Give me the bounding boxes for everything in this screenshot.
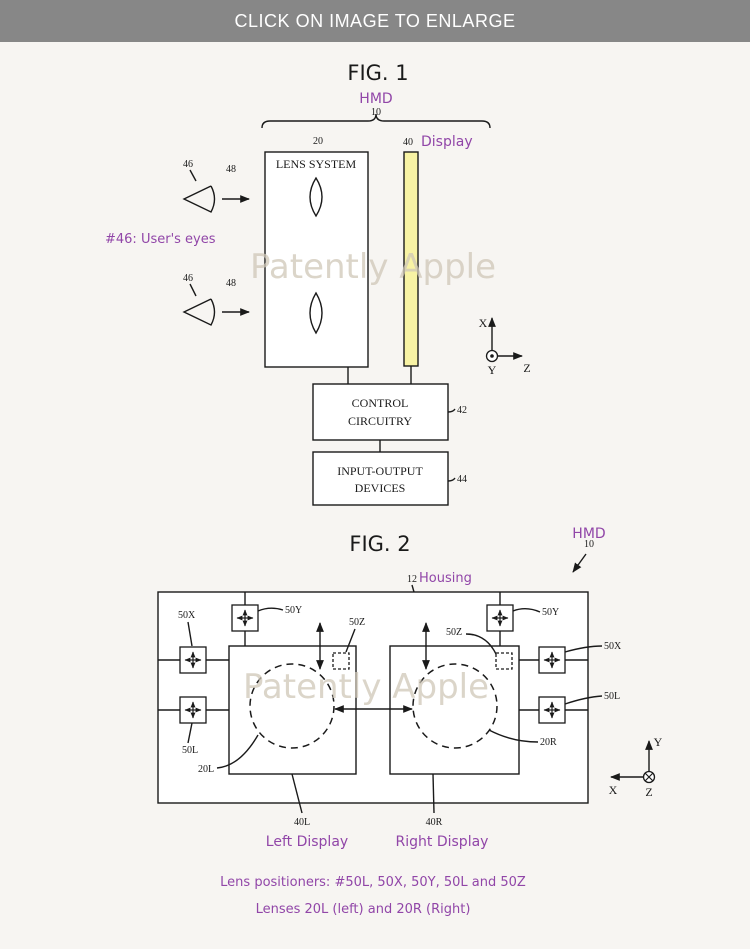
- lens-positioners-note: Lens positioners: #50L, 50X, 50Y, 50L an…: [220, 875, 526, 890]
- left-lens-ref: 20L: [198, 764, 214, 775]
- right-50z-leader: [465, 633, 497, 655]
- fig2-hmd-label: HMD: [572, 526, 605, 542]
- fig2-axis-z-label: Z: [645, 785, 652, 799]
- right-lens-leader: [488, 729, 539, 743]
- left-50y-positioner-icon: [232, 605, 258, 631]
- right-50l-positioner-icon: [539, 697, 565, 723]
- io-devices-line1: INPUT-OUTPUT: [337, 464, 423, 478]
- upper-light-ref: 48: [226, 164, 236, 175]
- io-devices-box: [312, 451, 449, 506]
- io-ref-leader: [447, 477, 456, 482]
- left-50l-positioner-icon: [180, 697, 206, 723]
- right-50y-leader: [512, 608, 541, 613]
- fig1-hmd-ref: 10: [371, 107, 381, 118]
- watermark-upper: Patently Apple: [250, 247, 496, 287]
- right-display-ref: 40R: [426, 817, 443, 828]
- right-50l-leader: [564, 695, 603, 705]
- lower-light-ref: 48: [226, 278, 236, 289]
- watermark-lower: Patently Apple: [243, 667, 489, 707]
- fig2-axis-x-label: X: [609, 783, 618, 797]
- housing-label: Housing: [419, 571, 472, 586]
- left-50l-ref: 50L: [182, 745, 198, 756]
- eyes-note: #46: User's eyes: [105, 232, 216, 247]
- left-display-label: Left Display: [266, 834, 348, 850]
- fig1-hmd-brace: [261, 113, 491, 129]
- right-lens-ref: 20R: [540, 737, 557, 748]
- fig1-y-axis-dot-center: [490, 354, 494, 358]
- right-50x-leader: [564, 645, 603, 653]
- control-circuitry-ref: 42: [457, 405, 467, 416]
- control-circuitry-line2: CIRCUITRY: [348, 414, 412, 428]
- lower-eye-icon: [182, 298, 216, 326]
- lower-eye-ref: 46: [183, 273, 193, 284]
- lenses-note: Lenses 20L (left) and 20R (Right): [256, 902, 471, 917]
- left-lens-leader: [216, 734, 259, 769]
- io-devices-ref: 44: [457, 474, 467, 485]
- fig2-hmd-pointer: [572, 553, 587, 573]
- upper-eye-ref: 46: [183, 159, 193, 170]
- left-50z-ref: 50Z: [349, 617, 365, 628]
- left-50z-positioner: [332, 652, 350, 670]
- left-50z-leader: [345, 628, 356, 653]
- enlarge-banner-text: CLICK ON IMAGE TO ENLARGE: [234, 10, 516, 31]
- left-50x-ref: 50X: [178, 610, 196, 621]
- right-50z-ref: 50Z: [446, 627, 462, 638]
- fig2-title: FIG. 2: [349, 532, 410, 556]
- left-50l-leader: [187, 722, 193, 744]
- left-50x-positioner-icon: [180, 647, 206, 673]
- lower-eye-ref-leader: [189, 283, 197, 297]
- left-display-ref-leader: [291, 773, 303, 814]
- fig1-axis-x-label: X: [479, 316, 488, 330]
- io-devices-line2: DEVICES: [355, 481, 406, 495]
- enlarge-banner[interactable]: CLICK ON IMAGE TO ENLARGE: [0, 0, 750, 42]
- control-ref-leader: [447, 408, 456, 413]
- patent-figure[interactable]: FIG. 1 HMD 10 20 LENS SYSTEM 40 Display …: [0, 42, 750, 949]
- right-display-label: Right Display: [396, 834, 489, 850]
- lens-system-label: LENS SYSTEM: [276, 157, 357, 171]
- right-50x-positioner-icon: [539, 647, 565, 673]
- fig1-hmd-label: HMD: [359, 91, 392, 107]
- left-50x-leader: [187, 621, 193, 647]
- left-50y-ref: 50Y: [285, 605, 302, 616]
- fig1-display-ref: 40: [403, 137, 413, 148]
- control-circuitry-line1: CONTROL: [352, 396, 409, 410]
- left-lens-icon: [249, 663, 335, 749]
- right-50y-positioner-icon: [487, 605, 513, 631]
- upper-lens-icon: [309, 176, 323, 218]
- fig1-display-label: Display: [421, 134, 473, 150]
- fig2-hmd-ref: 10: [584, 539, 594, 550]
- left-display-ref: 40L: [294, 817, 310, 828]
- fig1-title: FIG. 1: [347, 61, 408, 85]
- control-circuitry-box: [312, 383, 449, 441]
- right-50x-ref: 50X: [604, 641, 622, 652]
- fig2-z-axis-cross-mark: [645, 773, 653, 781]
- right-display-ref-leader: [432, 773, 435, 814]
- fig1-axis-z-label: Z: [523, 361, 530, 375]
- fig1-lens-ref: 20: [313, 136, 323, 147]
- upper-eye-ref-leader: [189, 169, 197, 182]
- right-50l-ref: 50L: [604, 691, 620, 702]
- right-50y-ref: 50Y: [542, 607, 559, 618]
- upper-eye-icon: [182, 185, 216, 213]
- left-50y-leader: [257, 607, 284, 612]
- housing-ref: 12: [407, 574, 417, 585]
- lower-lens-icon: [309, 291, 323, 335]
- fig2-axis-y-label: Y: [654, 735, 663, 749]
- housing-ref-leader: [411, 584, 415, 593]
- right-lens-icon: [412, 663, 498, 749]
- right-50z-positioner: [495, 652, 513, 670]
- fig1-axis-y-label: Y: [488, 363, 497, 377]
